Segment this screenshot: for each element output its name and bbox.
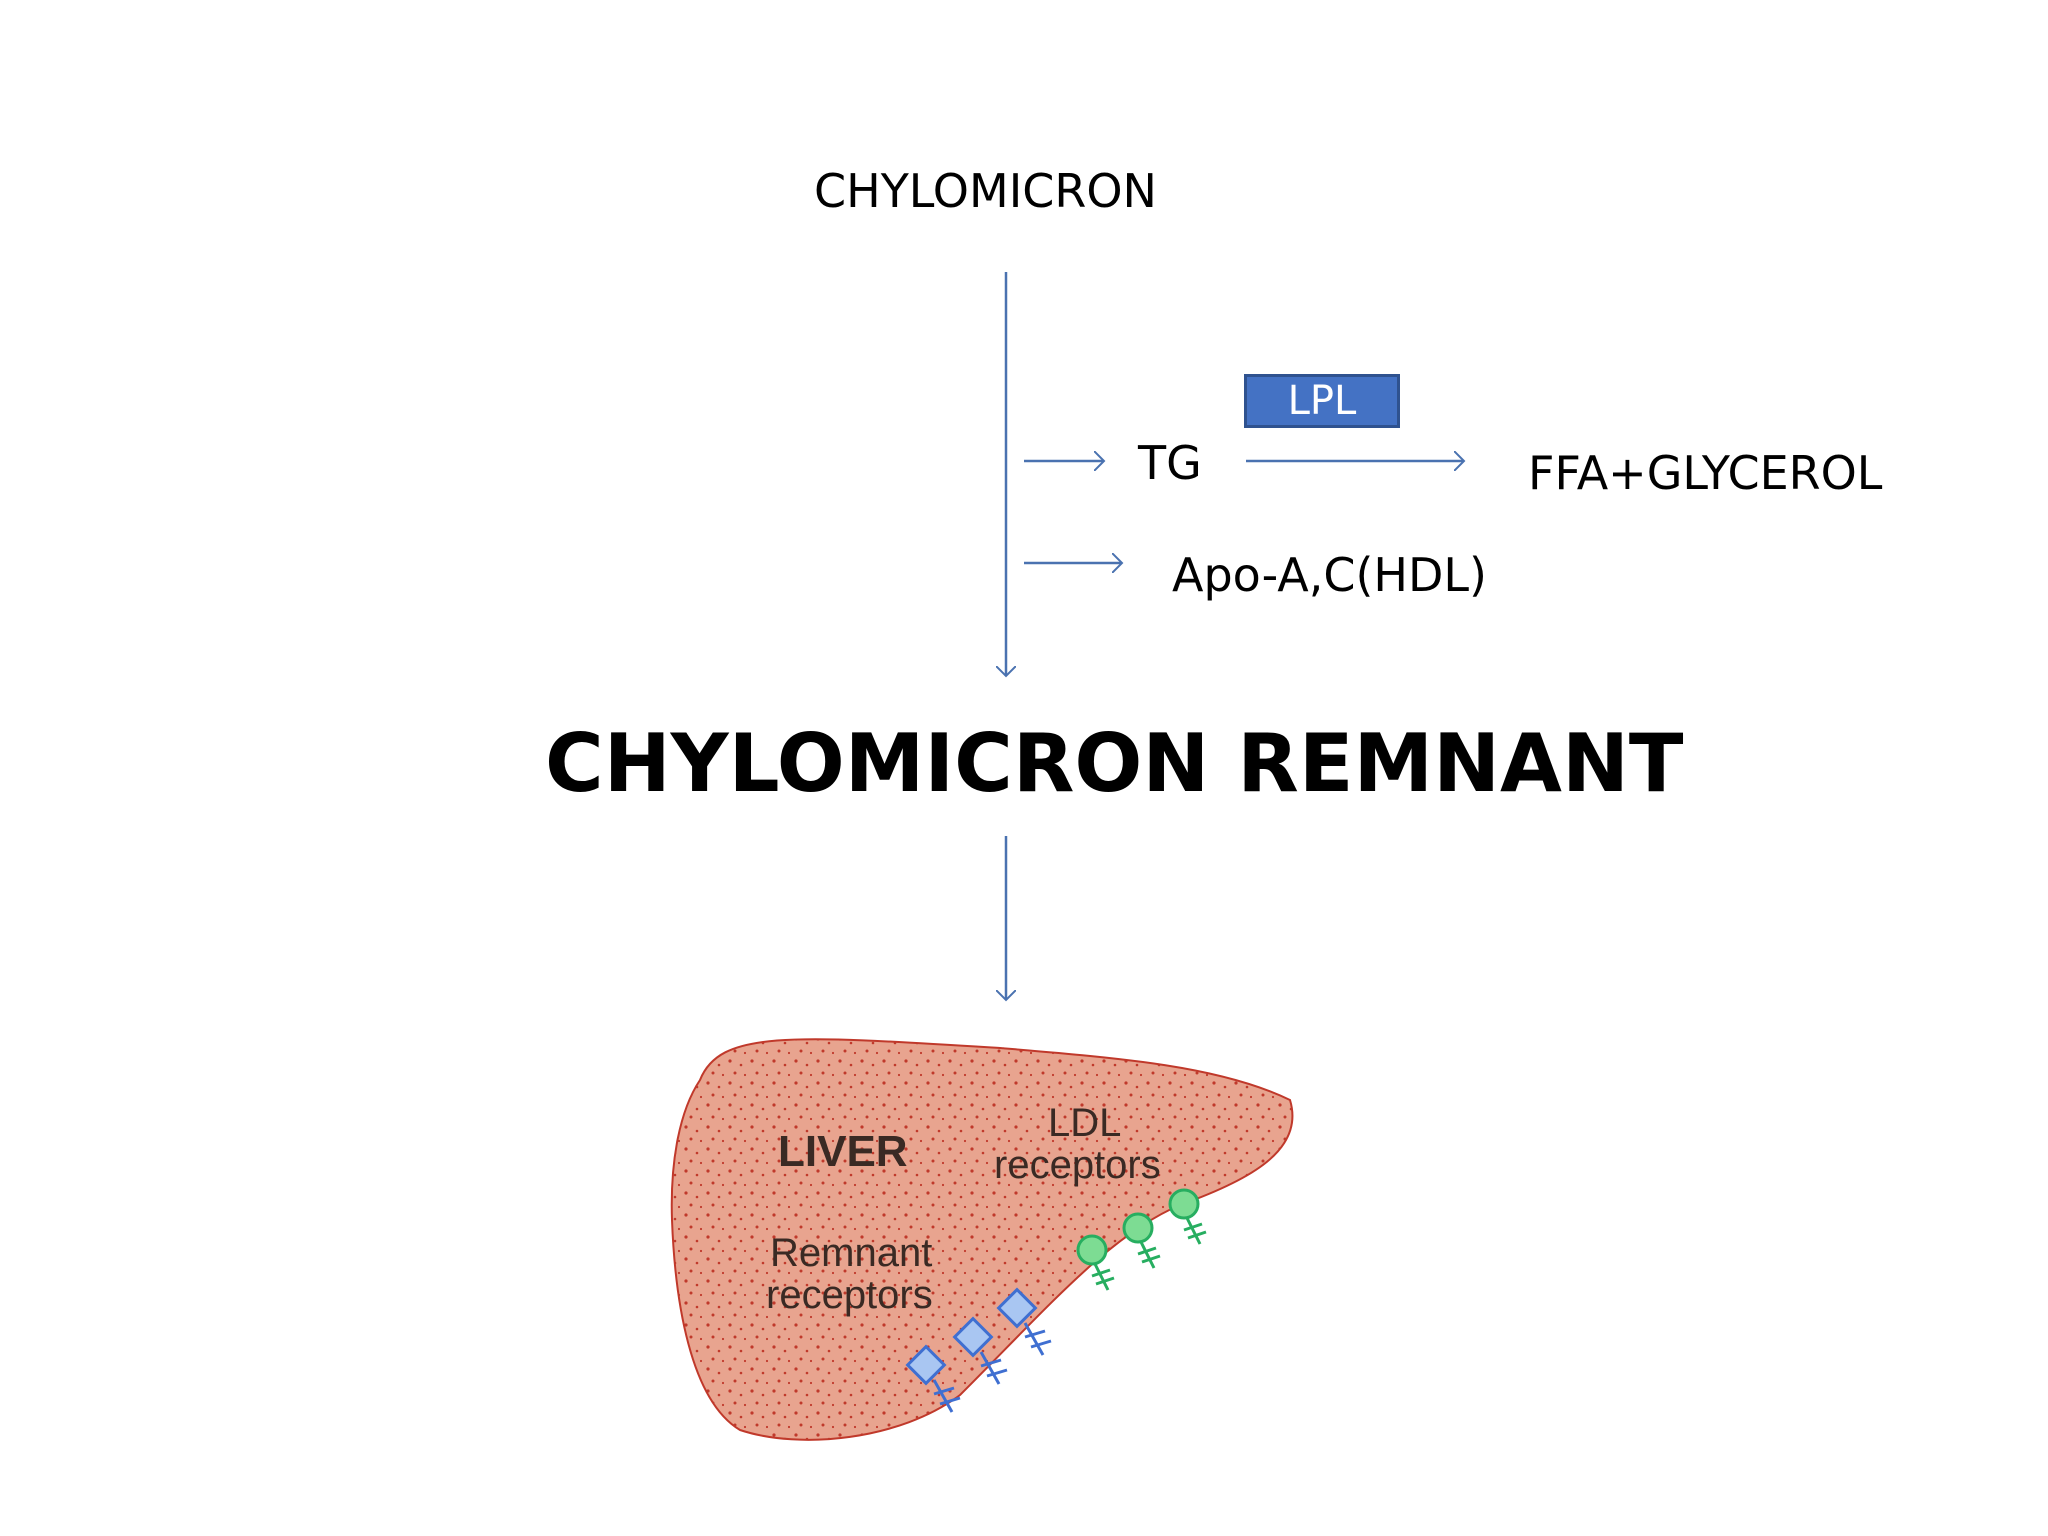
tg-label: TG xyxy=(1138,436,1202,490)
apo-hdl-label: Apo-A,C(HDL) xyxy=(1172,548,1487,602)
remnant-receptors-title-line2: receptors xyxy=(766,1273,933,1317)
chylomicron-label: CHYLOMICRON xyxy=(814,164,1157,218)
ldl-receptor-2 xyxy=(1122,1212,1161,1269)
remnant-receptor-3 xyxy=(996,1287,1052,1356)
ldl-receptors-title-line2: receptors xyxy=(994,1143,1161,1187)
remnant-receptor-1 xyxy=(905,1344,961,1413)
chylomicron-remnant-label: CHYLOMICRON REMNANT xyxy=(545,717,1684,810)
lpl-enzyme-box: LPL xyxy=(1244,374,1400,428)
liver-dot-texture xyxy=(671,1039,1293,1440)
ldl-receptor-1 xyxy=(1076,1234,1115,1291)
liver-title: LIVER xyxy=(778,1127,908,1176)
lpl-label: LPL xyxy=(1287,378,1357,424)
remnant-receptors-title-line1: Remnant xyxy=(770,1231,932,1275)
ldl-receptors-title-line1: LDL xyxy=(1048,1101,1121,1145)
remnant-receptor-2 xyxy=(952,1316,1008,1385)
ffa-glycerol-label: FFA+GLYCEROL xyxy=(1528,446,1883,500)
ldl-receptor-3 xyxy=(1168,1188,1207,1245)
